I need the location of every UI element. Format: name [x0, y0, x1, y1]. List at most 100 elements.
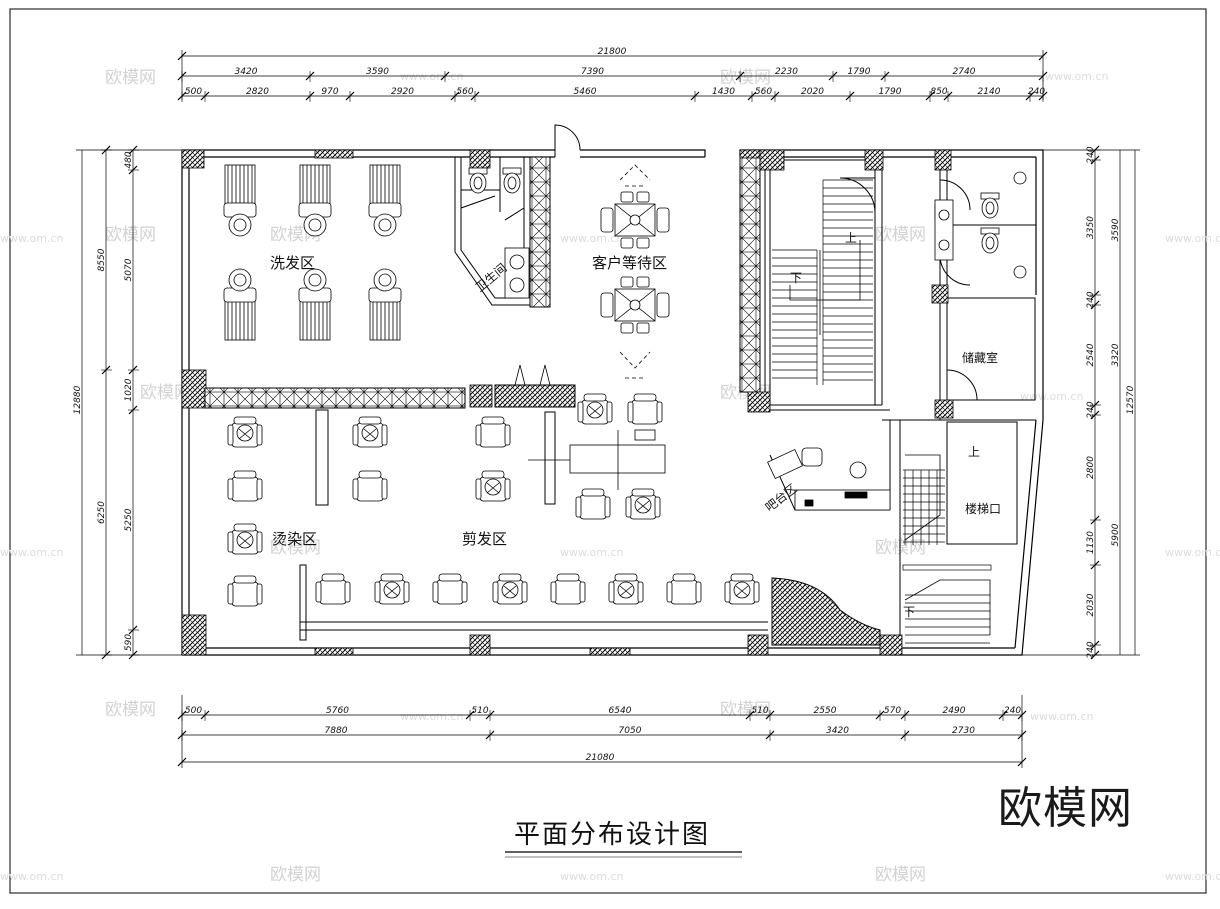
- dim-label: 5250: [124, 508, 134, 531]
- label-stair-up-2: 上: [968, 445, 980, 459]
- bar-stand: [767, 448, 803, 480]
- structural-columns: [181, 149, 954, 656]
- floor-drain: [1013, 265, 1027, 279]
- dim-label: 2920: [391, 87, 414, 97]
- watermark-url: www.om.cn: [1165, 546, 1220, 559]
- dim-label: 2820: [246, 87, 269, 97]
- drawing-title: 平面分布设计图: [514, 820, 711, 850]
- dim-label: 970: [321, 87, 338, 97]
- dim-tick: [1038, 51, 1048, 61]
- watermark-logo: 欧模网: [270, 538, 321, 558]
- dim-label: 500: [185, 87, 202, 97]
- dim-label: 1430: [712, 87, 735, 97]
- watermark-logo: 欧模网: [875, 865, 926, 885]
- urinal: [938, 209, 950, 221]
- dim-label: 5900: [1111, 523, 1121, 546]
- column: [747, 391, 771, 413]
- dim-label: 510: [751, 706, 768, 716]
- dim-label: 3590: [366, 67, 389, 77]
- dim-label: 2540: [1086, 343, 1096, 366]
- dim-tick: [1017, 757, 1027, 767]
- occupied-chair: [227, 523, 263, 555]
- styling-chair: [315, 573, 351, 605]
- dim-label: 5460: [574, 87, 597, 97]
- styling-chair: [627, 393, 663, 425]
- occupied-chair: [608, 573, 644, 605]
- column: [469, 384, 493, 408]
- watermark-logo: 欧模网: [875, 225, 926, 245]
- dim-label: 5760: [326, 706, 349, 716]
- styling-chair: [432, 573, 468, 605]
- column: [864, 149, 884, 171]
- bar-equipment: [844, 491, 868, 499]
- station-shelf: [634, 429, 656, 441]
- dim-label: 2800: [1086, 456, 1096, 479]
- watermark-url: www.om.cn: [0, 232, 63, 245]
- styling-chair: [475, 416, 511, 448]
- label-stair-up-1: 上: [845, 231, 857, 245]
- dim-label: 560: [755, 87, 772, 97]
- watermark-logo: 欧模网: [270, 865, 321, 885]
- decor-figures: [514, 364, 551, 386]
- dim-label: 3420: [235, 67, 258, 77]
- occupied-chair: [492, 573, 528, 605]
- dim-label: 500: [185, 706, 202, 716]
- dim-label: 240: [1086, 401, 1096, 418]
- column: [181, 369, 207, 409]
- shampoo-chair: [368, 164, 402, 237]
- dim-label: 7050: [619, 726, 642, 736]
- dim-tick: [177, 757, 187, 767]
- column: [759, 149, 785, 171]
- dim-label: 3420: [826, 726, 849, 736]
- dim-label: 240: [1086, 641, 1096, 658]
- partition-planters: [204, 384, 768, 641]
- light-fixture: [619, 164, 651, 187]
- label-restroom: 卫生间: [473, 261, 510, 295]
- dim-label: 560: [456, 87, 473, 97]
- dim-label: 8550: [97, 248, 107, 271]
- watermark-url: www.om.cn: [1045, 70, 1108, 83]
- styling-chair: [666, 573, 702, 605]
- label-storage: 储藏室: [962, 350, 998, 365]
- toilet-fixture: [980, 192, 1000, 219]
- brand-logo-text: 欧模网: [998, 783, 1133, 834]
- column: [931, 284, 949, 304]
- watermark-url: www.om.cn: [0, 546, 63, 559]
- sheet-border: [9, 8, 1207, 894]
- dim-label: 2230: [775, 67, 798, 77]
- shampoo-chair: [223, 268, 257, 341]
- column: [181, 614, 207, 656]
- toilet-fixture: [502, 167, 522, 194]
- floor-drain: [1013, 171, 1027, 185]
- column: [739, 149, 761, 159]
- watermark-url: www.om.cn: [1020, 390, 1083, 403]
- light-fixture: [619, 351, 651, 379]
- dim-label: 2030: [1086, 593, 1096, 616]
- waiting-table-set: [600, 191, 670, 249]
- stair-arrows: [789, 240, 991, 635]
- styling-chair: [352, 470, 388, 502]
- column: [589, 647, 631, 656]
- dim-label: 510: [471, 706, 488, 716]
- dim-tick: [177, 51, 187, 61]
- dim-label: 240: [1028, 87, 1045, 97]
- stair-landing: [902, 564, 992, 571]
- dimension-lines: [76, 50, 1140, 768]
- dim-label: 1790: [848, 67, 871, 77]
- label-stair-down-2: 下: [903, 605, 915, 619]
- shampoo-chair: [368, 268, 402, 341]
- occupied-chair: [475, 470, 511, 502]
- dim-label: 2020: [801, 87, 824, 97]
- styling-chair: [575, 488, 611, 520]
- furniture-layer: [223, 164, 1027, 607]
- dim-label: 240: [1086, 291, 1096, 308]
- dim-label: 6540: [609, 706, 632, 716]
- dim-label: 2740: [953, 67, 976, 77]
- dim-label: 12570: [1126, 385, 1136, 414]
- column: [879, 634, 903, 656]
- dim-label: 2490: [943, 706, 966, 716]
- label-perm-dye-area: 烫染区: [272, 530, 317, 548]
- watermark-url: www.om.cn: [1165, 232, 1220, 245]
- occupied-chair: [625, 488, 661, 520]
